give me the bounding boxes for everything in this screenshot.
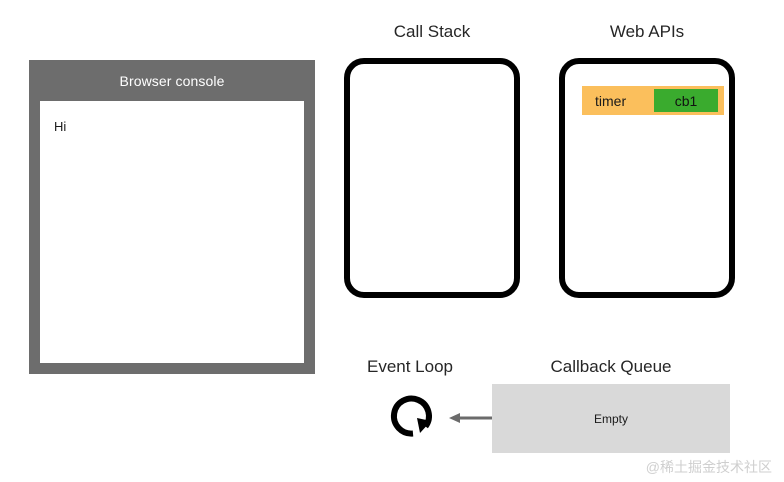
callback-queue-box: Empty: [492, 384, 730, 453]
arrow-left-icon: [448, 408, 494, 428]
console-output-line: Hi: [54, 119, 67, 134]
callback-queue-status: Empty: [593, 411, 628, 426]
web-apis-heading: Web APIs: [609, 22, 685, 41]
browser-console-panel: Browser console Hi: [29, 60, 315, 374]
timer-callback-chip: cb1: [654, 89, 718, 112]
browser-console-output-area: Hi: [40, 101, 304, 363]
web-api-timer-task: timer cb1: [582, 86, 724, 115]
call-stack-heading: Call Stack: [393, 22, 471, 41]
web-apis-box: timer cb1: [559, 58, 735, 298]
watermark: @稀土掘金技术社区: [645, 459, 772, 475]
call-stack-box: [344, 58, 520, 298]
browser-console-title: Browser console: [119, 73, 225, 89]
event-loop-heading: Event Loop: [366, 357, 453, 376]
callback-queue-heading: Callback Queue: [550, 357, 672, 376]
circular-arrow-icon: [387, 390, 439, 442]
timer-label: timer: [595, 92, 627, 109]
